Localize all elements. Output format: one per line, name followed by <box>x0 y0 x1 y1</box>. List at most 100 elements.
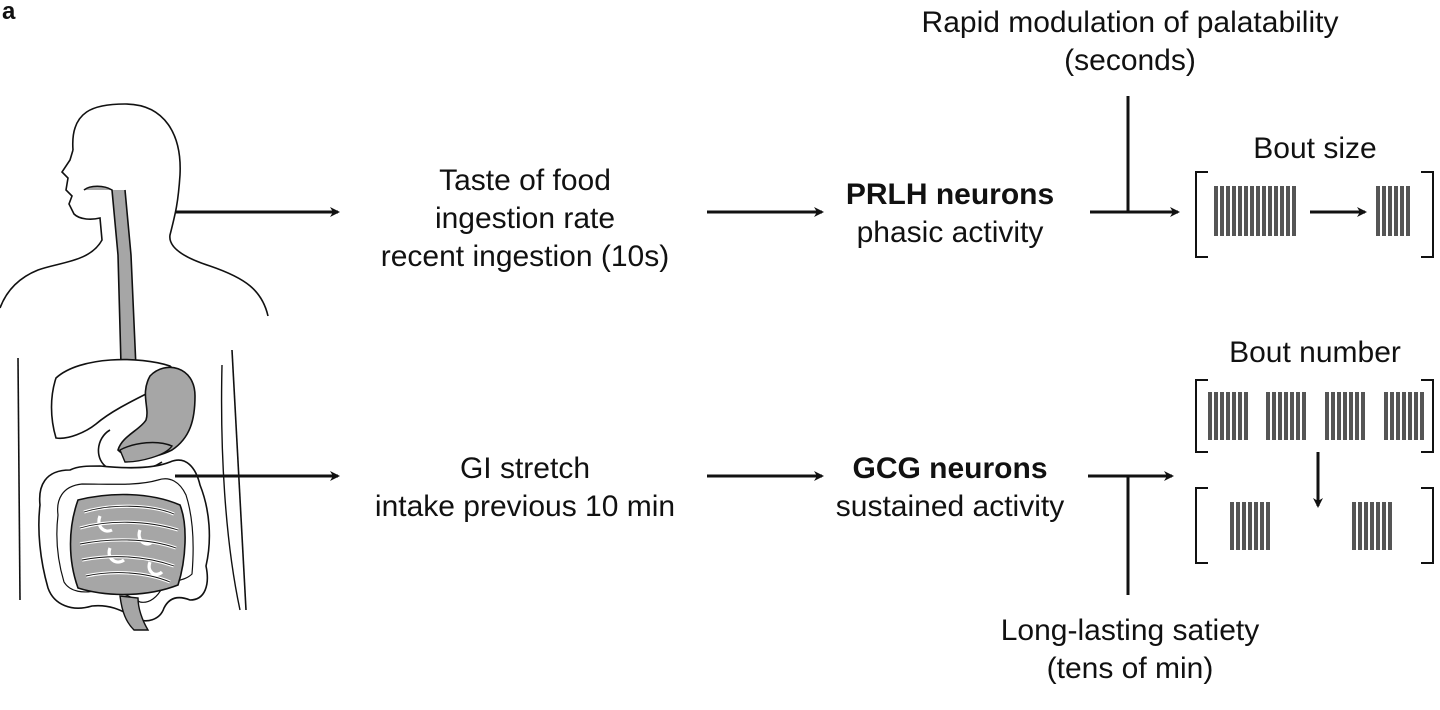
prlh-modulator-label: Rapid modulation of palatability (second… <box>880 4 1380 80</box>
body-outline-left-arm <box>17 357 21 601</box>
lick-bar <box>1238 186 1242 236</box>
lick-bar <box>1420 392 1424 440</box>
lick-bar <box>1286 186 1290 236</box>
lick-bar <box>1290 392 1294 440</box>
prlh-neurons-label: PRLH neurons phasic activity <box>800 176 1100 252</box>
liver <box>50 358 174 440</box>
lick-bar <box>1254 502 1258 550</box>
gcg-neuron-activity: sustained activity <box>835 490 1065 523</box>
esophagus <box>83 185 137 369</box>
bout-number-bottom-right-bracket <box>1421 487 1434 564</box>
lick-bar <box>1331 392 1335 440</box>
bout-number-title: Bout number <box>1229 336 1401 369</box>
bout-size-left-bracket <box>1195 171 1208 258</box>
lick-bar <box>1226 392 1230 440</box>
lick-bar <box>1248 502 1252 550</box>
prlh-neuron-name: PRLH neurons <box>845 178 1055 211</box>
bout-size-title: Bout size <box>1253 132 1377 165</box>
taste-inputs-label: Taste of food ingestion rate recent inge… <box>340 162 710 276</box>
gcg-neuron-name: GCG neurons <box>852 452 1048 485</box>
bout-number-bars-reduced-2 <box>1352 502 1392 550</box>
lick-bar <box>1260 502 1264 550</box>
bout-number-bottom-left-bracket <box>1195 487 1208 564</box>
panel-label: a <box>2 0 16 25</box>
lick-bar <box>1355 392 1359 440</box>
gi-input-2: intake previous 10 min <box>374 490 676 523</box>
lick-bar <box>1406 186 1410 236</box>
lick-bar <box>1250 186 1254 236</box>
lick-bar <box>1384 392 1388 440</box>
taste-input-2: ingestion rate <box>434 202 616 235</box>
lick-bar <box>1268 186 1272 236</box>
lick-bar <box>1266 502 1270 550</box>
bout-number-bars-3 <box>1325 392 1365 440</box>
lick-bar <box>1220 186 1224 236</box>
lick-bar <box>1274 186 1278 236</box>
lick-bar <box>1242 502 1246 550</box>
rectum <box>119 595 150 631</box>
lick-bar <box>1358 502 1362 550</box>
lick-bar <box>1292 186 1296 236</box>
lick-bar <box>1337 392 1341 440</box>
lick-bar <box>1396 392 1400 440</box>
small-intestine-coils-outline <box>79 505 179 583</box>
gcg-neurons-label: GCG neurons sustained activity <box>790 450 1110 526</box>
lick-bar <box>1280 186 1284 236</box>
lick-bar <box>1343 392 1347 440</box>
gi-inputs-label: GI stretch intake previous 10 min <box>340 450 710 526</box>
bout-number-bars-2 <box>1266 392 1306 440</box>
lick-bar <box>1272 392 1276 440</box>
pancreas <box>119 441 174 463</box>
lick-bar <box>1402 392 1406 440</box>
bout-number-bars-1 <box>1208 392 1248 440</box>
lick-bar <box>1364 502 1368 550</box>
prlh-neuron-activity: phasic activity <box>856 216 1044 249</box>
lick-bar <box>1408 392 1412 440</box>
gcg-modulator-line-2: (tens of min) <box>1046 652 1214 685</box>
gcg-modulator-line-1: Long-lasting satiety <box>1000 614 1260 647</box>
bout-size-bars-after <box>1376 186 1410 236</box>
lick-bar <box>1214 186 1218 236</box>
bout-size-box <box>1195 171 1434 258</box>
lick-bar <box>1325 392 1329 440</box>
lick-bar <box>1370 502 1374 550</box>
lick-bar <box>1388 502 1392 550</box>
bout-size-right-bracket <box>1421 171 1434 258</box>
lick-bar <box>1390 392 1394 440</box>
lick-bar <box>1284 392 1288 440</box>
lick-bar <box>1394 186 1398 236</box>
lick-bar <box>1382 502 1386 550</box>
lick-bar <box>1349 392 1353 440</box>
bout-number-bars-4 <box>1384 392 1424 440</box>
lick-bar <box>1266 392 1270 440</box>
lick-bar <box>1256 186 1260 236</box>
gcg-modulator-label: Long-lasting satiety (tens of min) <box>920 612 1340 688</box>
lick-bar <box>1226 186 1230 236</box>
bout-number-bars-reduced-1 <box>1230 502 1270 550</box>
body-outline-right-arm <box>231 349 247 611</box>
lick-bar <box>1278 392 1282 440</box>
lick-bar <box>1376 186 1380 236</box>
lick-bar <box>1232 186 1236 236</box>
lick-bar <box>1262 186 1266 236</box>
lick-bar <box>1236 502 1240 550</box>
lick-bar <box>1230 502 1234 550</box>
body-outline-face <box>0 149 103 309</box>
lick-bar <box>1208 392 1212 440</box>
lick-bar <box>1302 392 1306 440</box>
lick-bar <box>1352 502 1356 550</box>
prlh-modulator-line-1: Rapid modulation of palatability <box>921 6 1339 39</box>
lick-bar <box>1296 392 1300 440</box>
lick-bar <box>1376 502 1380 550</box>
lick-bar <box>1244 392 1248 440</box>
lick-bar <box>1220 392 1224 440</box>
lick-bar <box>1361 392 1365 440</box>
human-body-illustration <box>0 103 269 631</box>
lick-bar <box>1232 392 1236 440</box>
body-outline-torso-right <box>220 364 241 611</box>
prlh-modulator-line-2: (seconds) <box>1064 44 1196 77</box>
lick-bar <box>1238 392 1242 440</box>
bout-number-top-right-bracket <box>1421 379 1434 453</box>
lick-bar <box>1382 186 1386 236</box>
